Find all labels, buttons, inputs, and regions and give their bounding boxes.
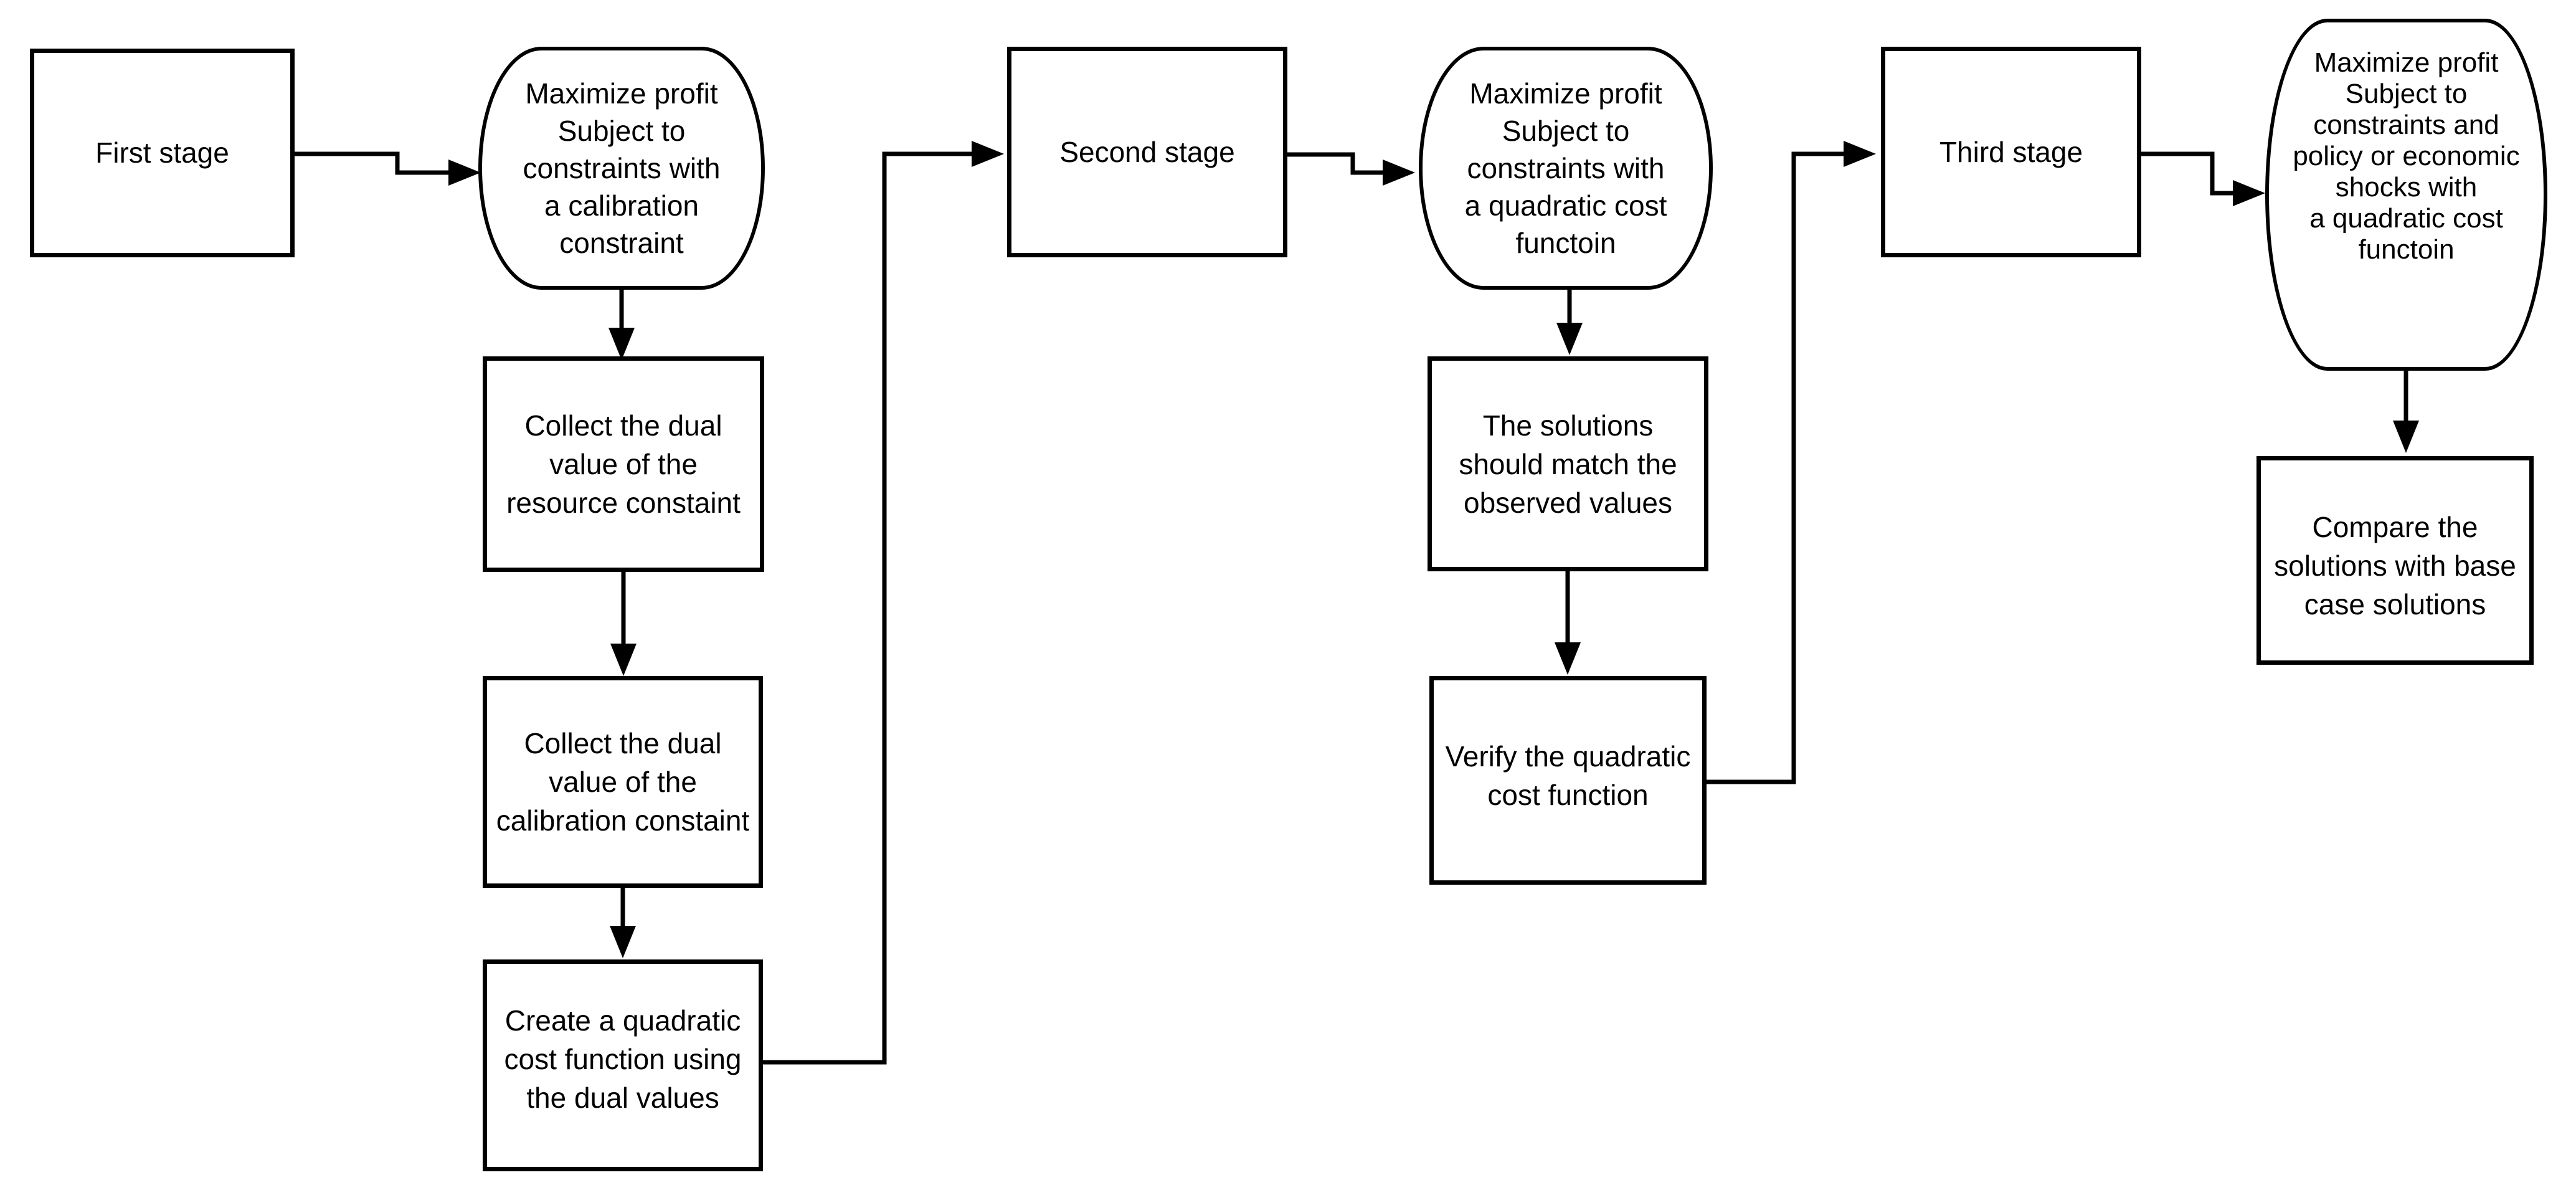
stage3-model-to-compare-arrowhead-icon [2393, 421, 2419, 453]
label-line: Maximize profit [2314, 47, 2499, 78]
calibration-to-create-quadratic-arrowhead-icon [610, 926, 636, 958]
label-line: value of the [549, 766, 697, 798]
label-line: resource constaint [506, 487, 741, 519]
second-stage-to-stage2-model [1287, 152, 1384, 175]
solutions-match: The solutions should match the observed va… [1428, 356, 1708, 571]
verify-quadratic: Verify the quadratic cost function [1429, 676, 1707, 885]
label-line: Collect the dual [524, 409, 722, 442]
second-stage-box-label: Second stage [1011, 133, 1283, 171]
third-stage-to-stage3-model-arrowhead-icon [2233, 180, 2265, 206]
label-line: policy or economic [2293, 140, 2520, 171]
label-line: functoin [1515, 227, 1616, 259]
create-quadratic-cost: Create a quadratic cost function using the… [483, 959, 763, 1171]
collect-resource-dual-label: Collect the dual value of the resource con… [487, 406, 760, 522]
label-line: First stage [95, 136, 229, 169]
label-line: Second stage [1059, 135, 1235, 168]
label-line: calibration constaint [496, 804, 750, 837]
create-quadratic-cost-label: Create a quadratic cost function using the… [487, 1001, 759, 1117]
first-stage-box: First stage [30, 49, 295, 257]
label-line: a calibration [544, 189, 699, 222]
label-line: constraints with [1467, 152, 1665, 184]
verify-to-third-stage-arrowhead-icon [1844, 141, 1876, 167]
label-line: Maximize profit [1469, 77, 1662, 110]
label-line: constraints and [2313, 109, 2499, 140]
create-quadratic-to-second-stage-arrowhead-icon [972, 141, 1004, 167]
label-line: a quadratic cost [2309, 202, 2503, 234]
solutions-match-to-verify-arrowhead-icon [1555, 642, 1581, 675]
label-line: Subject to [557, 115, 686, 147]
collect-calibration-dual-label: Collect the dual value of the calibration … [487, 724, 759, 840]
solutions-match-label: The solutions should match the observed va… [1432, 406, 1704, 522]
third-stage-to-stage3-model [2141, 151, 2234, 196]
stage2-model-to-solutions-match-arrowhead-icon [1556, 323, 1583, 355]
label-line: Subject to [2345, 78, 2468, 109]
label-line: observed values [1464, 486, 1672, 519]
first-stage-box-label: First stage [34, 134, 290, 172]
stage1-model-to-collect-resource-arrowhead-icon [608, 328, 635, 360]
third-stage-box-label: Third stage [1885, 133, 2137, 171]
third-stage-box: Third stage [1881, 47, 2141, 257]
label-line: the dual values [526, 1082, 719, 1114]
label-line: Third stage [1939, 135, 2083, 168]
label-line: functoin [2358, 234, 2455, 265]
label-line: Collect the dual [524, 727, 722, 759]
second-stage-box: Second stage [1007, 47, 1287, 257]
collect-resource-dual: Collect the dual value of the resource con… [483, 356, 764, 572]
first-stage-to-stage1-model-arrowhead-icon [448, 159, 481, 186]
collect-resource-to-calibration-arrowhead-icon [610, 644, 637, 676]
compare-solutions-label: Compare the solutions with base case solut… [2261, 508, 2529, 624]
second-stage-to-stage2-model-arrowhead-icon [1383, 159, 1415, 186]
label-line: constraints with [523, 152, 721, 184]
label-line: cost function using [504, 1043, 742, 1075]
label-line: cost function [1487, 778, 1649, 811]
label-line: Verify the quadratic [1445, 740, 1691, 773]
create-quadratic-to-second-stage [763, 151, 973, 1065]
label-line: Compare the [2312, 510, 2478, 543]
label-line: Subject to [1502, 115, 1630, 147]
label-line: case solutions [2304, 588, 2486, 621]
label-line: Create a quadratic [504, 1004, 741, 1037]
label-line: a quadratic cost [1464, 189, 1667, 222]
collect-calibration-dual: Collect the dual value of the calibration … [483, 676, 763, 888]
first-stage-to-stage1-model [295, 151, 450, 175]
label-line: shocks with [2335, 171, 2478, 202]
label-line: value of the [549, 448, 698, 480]
verify-quadratic-label: Verify the quadratic cost function [1434, 737, 1702, 814]
verify-to-third-stage [1707, 151, 1845, 784]
label-line: constraint [559, 227, 684, 259]
label-line: should match the [1459, 447, 1677, 480]
label-line: solutions with base [2274, 549, 2516, 582]
compare-solutions: Compare the solutions with base case solut… [2256, 456, 2534, 665]
label-line: Maximize profit [525, 77, 718, 110]
label-line: The solutions [1482, 409, 1654, 442]
